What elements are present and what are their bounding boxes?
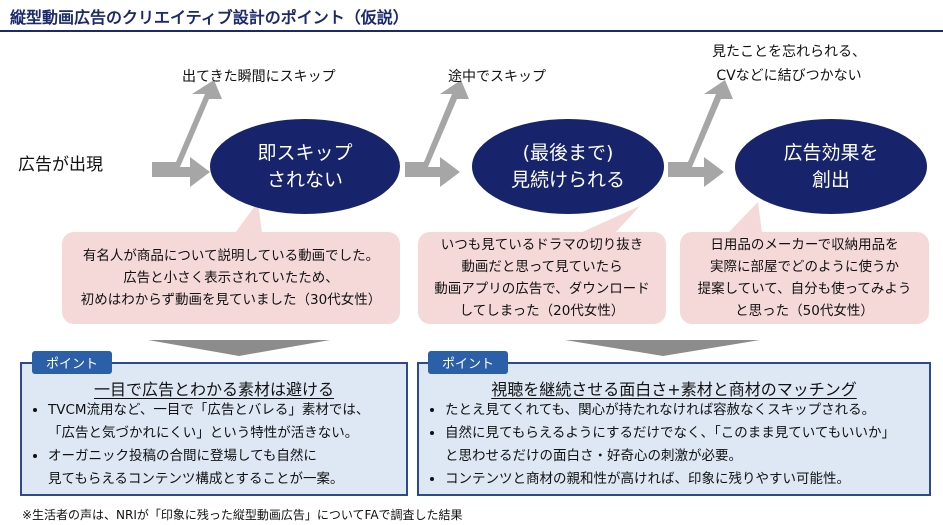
point-panel-1 <box>20 362 408 496</box>
point-item: たとえ見てくれても、関心が持たれなければ容赦なくスキップされる。 <box>445 399 929 422</box>
point-tag-1: ポイント <box>32 351 113 374</box>
point-item: オーガニック投稿の合間に登場しても自然に 見てもらえるコンテンツ構成とすることが… <box>48 445 404 491</box>
stage-text-1: 即スキップ されない <box>257 141 353 191</box>
flow-arrow-1 <box>152 80 222 187</box>
stage-oval-2: (最後まで) 見続けられる <box>472 119 664 214</box>
footnote: ※生活者の声は、NRIが「印象に残った縦型動画広告」についてFAで調査した結果 <box>22 508 463 522</box>
bubble-tail-3 <box>728 202 762 233</box>
quote-bubble-3: 日用品のメーカーで収納用品を 実際に部屋でどのように使うか 提案していて、自分も… <box>680 232 929 324</box>
stage-text-3: 広告効果を 創出 <box>783 141 879 191</box>
flow-arrow-3 <box>668 80 733 187</box>
quote-text-1: 有名人が商品について説明している動画でした。 広告と小さく表示されていたため、 … <box>80 248 382 308</box>
skip-label-3: 見たことを忘れられる、 CVなどに結びつかない <box>712 44 866 84</box>
stage-oval-1: 即スキップ されない <box>210 119 400 214</box>
point-list-2: たとえ見てくれても、関心が持たれなければ容赦なくスキップされる。 自然に見てもら… <box>423 399 929 491</box>
quote-bubble-2: いつも見ているドラマの切り抜き 動画だと思って見ていたら 動画アプリの広告で、ダ… <box>418 232 666 324</box>
point-tag-2: ポイント <box>428 351 509 374</box>
point-item: コンテンツと商材の親和性が高ければ、印象に残りやすい可能性。 <box>445 468 929 491</box>
flow-arrow-2 <box>405 80 469 187</box>
point-item: TVCM流用など、一目で「広告とバレる」素材では、 「広告と気づかれにくい」とい… <box>48 399 404 445</box>
quote-text-3: 日用品のメーカーで収納用品を 実際に部屋でどのように使うか 提案していて、自分も… <box>697 237 912 319</box>
point-item: 自然に見てもらえるようにするだけでなく、「このまま見ていてもいいか」 と思わせる… <box>445 422 929 468</box>
quote-bubble-1: 有名人が商品について説明している動画でした。 広告と小さく表示されていたため、 … <box>62 232 400 324</box>
quote-text-2: いつも見ているドラマの切り抜き 動画だと思って見ていたら 動画アプリの広告で、ダ… <box>434 237 650 319</box>
skip-label-2: 途中でスキップ <box>448 69 546 85</box>
stage-text-2: (最後まで) 見続けられる <box>510 141 625 191</box>
bubble-tail-2 <box>580 206 640 233</box>
point-panel-2 <box>417 362 931 496</box>
point-title-1: 一目で広告とわかる素材は避ける <box>93 380 334 399</box>
skip-label-1: 出てきた瞬間にスキップ <box>182 69 336 85</box>
title-divider <box>0 30 943 32</box>
point-list-1: TVCM流用など、一目で「広告とバレる」素材では、 「広告と気づかれにくい」とい… <box>26 399 404 491</box>
down-arrow-1 <box>148 340 330 356</box>
start-label: 広告が出現 <box>18 155 103 175</box>
point-title-2: 視聴を継続させる面白さ+素材と商材のマッチング <box>491 380 857 399</box>
stage-oval-3: 広告効果を 創出 <box>735 119 927 214</box>
bubble-tail-1 <box>235 202 262 233</box>
down-arrow-2 <box>565 340 760 356</box>
page-title: 縦型動画広告のクリエイティブ設計のポイント（仮説） <box>10 8 409 27</box>
